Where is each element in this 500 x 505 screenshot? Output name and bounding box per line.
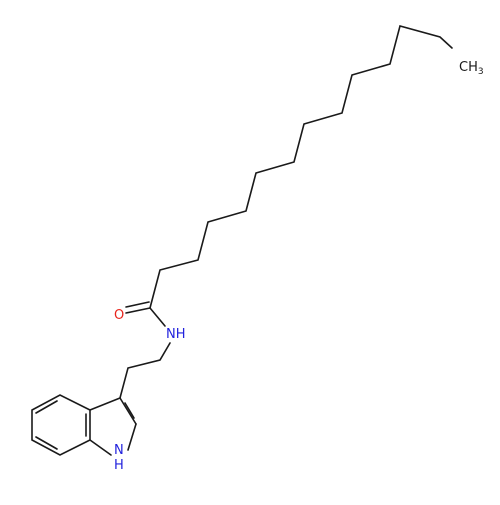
pyrrole-bond-n1-c7a bbox=[89, 439, 112, 456]
pyrrole-bond-c2-n1 bbox=[127, 423, 137, 451]
benzene-ring bbox=[31, 394, 91, 456]
carbonyl-bond-outer bbox=[125, 307, 151, 314]
alkyl-chain-bond bbox=[149, 25, 453, 309]
pyrrole-bond-c3-c2-inner bbox=[124, 402, 135, 419]
pyrrole-bond-c3-c3a bbox=[89, 397, 121, 411]
methyl-ch-text: CH bbox=[459, 60, 478, 75]
benzene-inner-bond-3 bbox=[35, 400, 58, 414]
ethyl-linker-bond bbox=[119, 342, 171, 399]
amide-bond bbox=[149, 307, 166, 327]
methyl-group-label: CH3 bbox=[459, 60, 484, 77]
carbonyl-bond-inner bbox=[125, 301, 150, 308]
oxygen-atom-label: O bbox=[114, 308, 124, 323]
methyl-subscript-3: 3 bbox=[478, 67, 484, 77]
pyrrole-bond-c3-c2 bbox=[119, 397, 137, 425]
benzene-inner-bond-2 bbox=[35, 436, 58, 450]
indole-nitrogen-label: N bbox=[114, 443, 124, 458]
amide-nh-label: NH bbox=[166, 327, 186, 342]
indole-nh-hydrogen-label: H bbox=[114, 458, 124, 473]
